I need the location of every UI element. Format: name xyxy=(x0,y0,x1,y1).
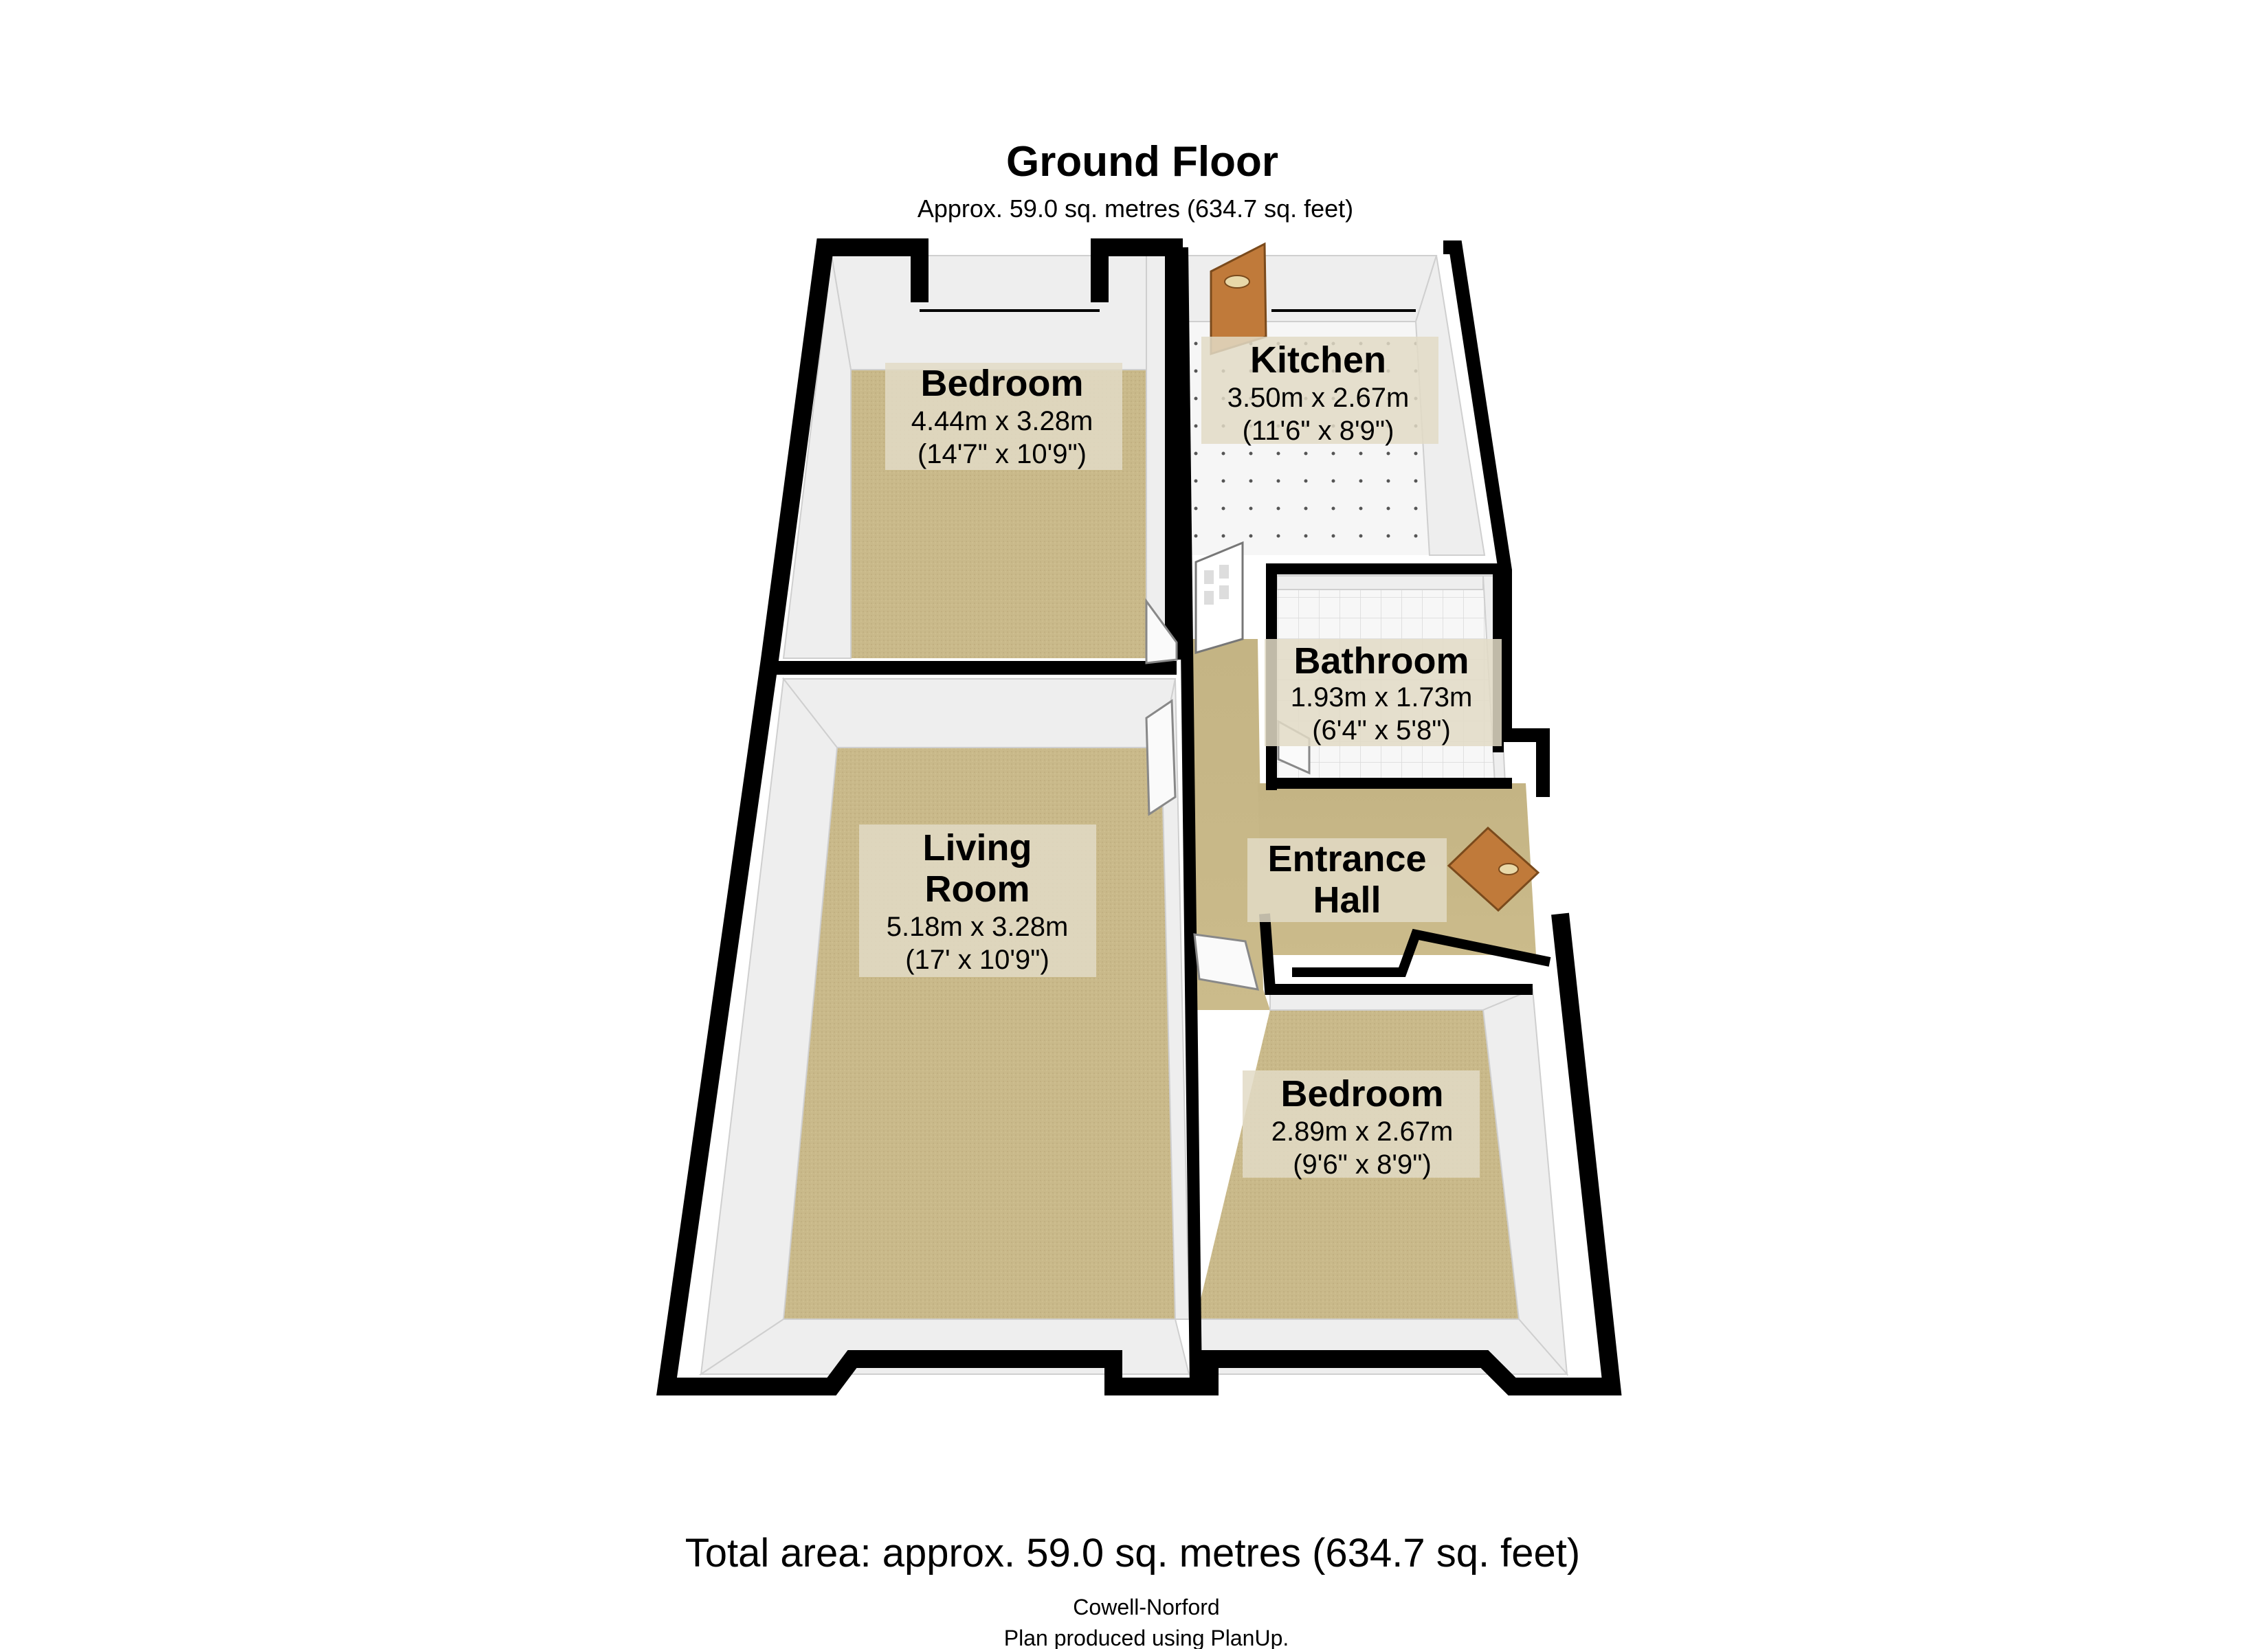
room-living-room: Living Room 5.18m x 3.28m (17' x 10'9") xyxy=(887,827,1069,975)
room-imperial: (6'4" x 5'8") xyxy=(1312,715,1451,745)
room-bedroom-1: Bedroom 4.44m x 3.28m (14'7" x 10'9") xyxy=(911,363,1093,469)
wall-living-corridor xyxy=(1176,247,1202,1387)
room-imperial: (11'6" x 8'9") xyxy=(1243,416,1394,446)
floor-area: Approx. 59.0 sq. metres (634.7 sq. feet) xyxy=(918,194,1353,223)
front-door-glass-icon xyxy=(1498,863,1519,875)
front-door[interactable] xyxy=(1447,826,1540,912)
outer-wall-north-right xyxy=(1091,238,1183,660)
room-name-line1: Entrance xyxy=(1267,838,1426,879)
header: Ground Floor Approx. 59.0 sq. metres (63… xyxy=(918,138,1353,223)
room-name-line2: Room xyxy=(925,868,1030,910)
room-name: Bathroom xyxy=(1294,640,1469,682)
footer: Total area: approx. 59.0 sq. metres (634… xyxy=(685,1531,1580,1649)
floor-title: Ground Floor xyxy=(1006,138,1278,186)
label-backgrounds xyxy=(859,337,1502,1178)
bedroom-2-door[interactable] xyxy=(1193,933,1260,991)
room-name-line1: Living xyxy=(923,827,1032,868)
outer-wall-kitchen xyxy=(1443,240,1550,797)
total-area: Total area: approx. 59.0 sq. metres (634… xyxy=(685,1531,1580,1575)
plan-credit: Plan produced using PlanUp. xyxy=(1004,1626,1289,1649)
room-imperial: (17' x 10'9") xyxy=(905,945,1049,975)
room-imperial: (14'7" x 10'9") xyxy=(918,439,1087,469)
room-metric: 1.93m x 1.73m xyxy=(1291,682,1473,713)
kitchen-door-glass-icon xyxy=(1224,275,1250,289)
wall-cupboards xyxy=(1292,928,1551,977)
room-bathroom: Bathroom 1.93m x 1.73m (6'4" x 5'8") xyxy=(1291,640,1473,745)
room-imperial: (9'6" x 8'9") xyxy=(1293,1149,1432,1180)
room-metric: 4.44m x 3.28m xyxy=(911,406,1093,436)
room-kitchen: Kitchen 3.50m x 2.67m (11'6" x 8'9") xyxy=(1227,339,1410,446)
room-metric: 2.89m x 2.67m xyxy=(1271,1117,1454,1147)
bedroom-1-door[interactable] xyxy=(1145,598,1178,664)
room-name: Bedroom xyxy=(920,363,1083,404)
outer-wall xyxy=(656,238,1622,1395)
living-room-door[interactable] xyxy=(1145,699,1177,816)
room-bedroom-2: Bedroom 2.89m x 2.67m (9'6" x 8'9") xyxy=(1271,1073,1454,1180)
room-entrance-hall: Entrance Hall xyxy=(1267,838,1426,921)
room-name-line2: Hall xyxy=(1313,879,1381,921)
room-name: Kitchen xyxy=(1250,339,1386,381)
room-name: Bedroom xyxy=(1280,1073,1443,1114)
room-metric: 5.18m x 3.28m xyxy=(887,912,1069,942)
room-metric: 3.50m x 2.67m xyxy=(1227,383,1410,413)
walls xyxy=(656,238,1622,1395)
doors xyxy=(1145,242,1540,991)
wall-entrance-bottom xyxy=(1259,913,1533,995)
agent-name: Cowell-Norford xyxy=(1073,1595,1219,1619)
